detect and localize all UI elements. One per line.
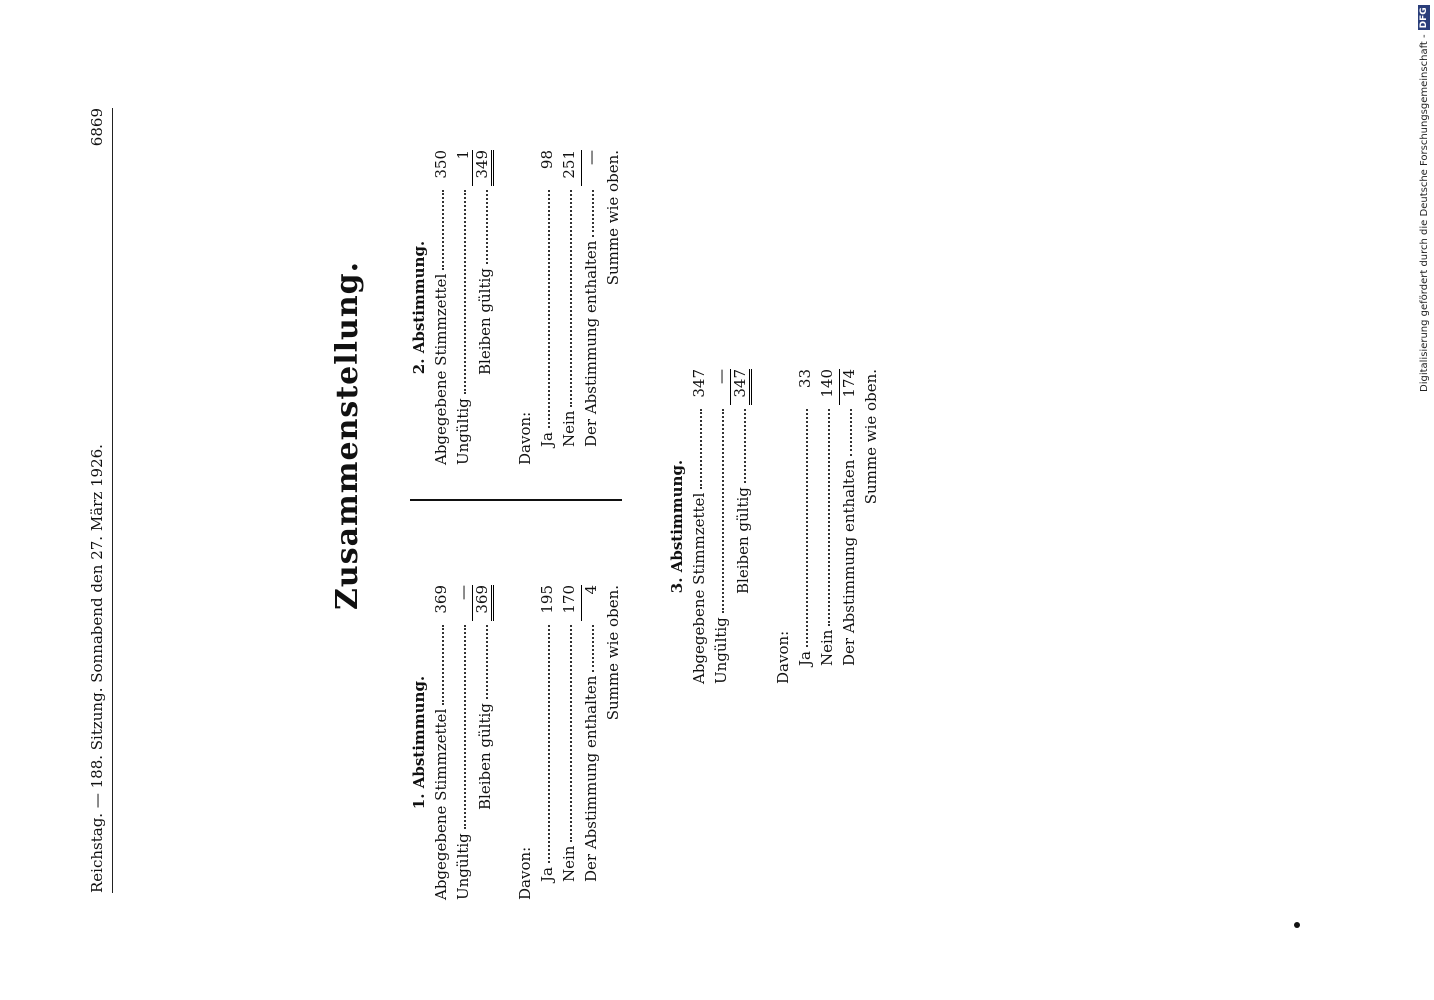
- davon-label: Davon:: [512, 150, 534, 465]
- leader-dots: [721, 409, 724, 614]
- row-value: 347: [730, 369, 752, 405]
- row-nein: Nein 251: [556, 150, 578, 465]
- row-value: —: [712, 369, 730, 384]
- row-value: 195: [538, 585, 556, 614]
- header-left: Reichstag. — 188. Sitzung. Sonnabend den…: [88, 444, 106, 893]
- row-enthalten: Der Abstimmung enthalten 4: [578, 585, 600, 900]
- ink-speck: [1294, 922, 1300, 928]
- row-label: Bleiben gültig: [734, 487, 752, 594]
- row-label: Abgegebene Stimmzettel: [432, 708, 450, 900]
- row-value: 369: [432, 585, 450, 614]
- row-value: 174: [839, 369, 858, 405]
- davon-text: Davon:: [774, 630, 792, 684]
- summe-line: Summe wie oben.: [600, 585, 622, 900]
- row-gueltig: Bleiben gültig 347: [730, 369, 752, 684]
- leader-dots: [569, 625, 572, 842]
- row-label: Abgegebene Stimmzettel: [690, 492, 708, 684]
- row-nein: Nein 170: [556, 585, 578, 900]
- row-label: Nein: [818, 629, 836, 666]
- row-label: Der Abstimmung enthalten: [840, 459, 858, 666]
- summe-line: Summe wie oben.: [858, 369, 880, 684]
- row-value: 140: [818, 369, 836, 398]
- row-label: Ungültig: [454, 398, 472, 465]
- summe-line: Summe wie oben.: [600, 150, 622, 465]
- summe-text: Summe wie oben.: [604, 150, 622, 286]
- row-ja: Ja 98: [534, 150, 556, 465]
- leader-dots: [463, 190, 466, 395]
- row-value: 170: [560, 585, 578, 614]
- row-label: Der Abstimmung enthalten: [582, 675, 600, 882]
- row-label: Ungültig: [712, 617, 730, 684]
- leader-dots: [547, 625, 550, 864]
- davon-text: Davon:: [516, 411, 534, 465]
- summe-text: Summe wie oben.: [862, 369, 880, 505]
- row-enthalten: Der Abstimmung enthalten 174: [836, 369, 858, 684]
- running-header: Reichstag. — 188. Sitzung. Sonnabend den…: [88, 108, 113, 893]
- row-label: Ungültig: [454, 833, 472, 900]
- row-gueltig: Bleiben gültig 369: [472, 585, 494, 900]
- row-abgegebene: Abgegebene Stimmzettel 350: [428, 150, 450, 465]
- row-value: 4: [581, 585, 600, 621]
- page-title: Zusammenstellung.: [330, 260, 365, 610]
- leader-dots: [441, 625, 444, 705]
- row-label: Abgegebene Stimmzettel: [432, 273, 450, 465]
- row-value: 251: [560, 150, 578, 179]
- row-abgegebene: Abgegebene Stimmzettel 347: [686, 369, 708, 684]
- row-ja: Ja 195: [534, 585, 556, 900]
- row-label: Ja: [538, 867, 556, 882]
- leader-dots: [591, 190, 594, 237]
- leader-dots: [849, 409, 852, 456]
- row-gueltig: Bleiben gültig 349: [472, 150, 494, 465]
- leader-dots: [485, 625, 488, 700]
- summe-text: Summe wie oben.: [604, 585, 622, 721]
- row-label: Der Abstimmung enthalten: [582, 240, 600, 447]
- row-ungueltig: Ungültig 1: [450, 150, 472, 465]
- row-value: 369: [472, 585, 494, 621]
- leader-dots: [441, 190, 444, 270]
- leader-dots: [827, 409, 830, 626]
- row-nein: Nein 140: [814, 369, 836, 684]
- vote-block-2: 2. Abstimmung. Abgegebene Stimmzettel 350…: [410, 150, 622, 465]
- row-label: Ja: [538, 432, 556, 447]
- vote-heading: 2. Abstimmung.: [410, 240, 428, 375]
- vote-block-3: 3. Abstimmung. Abgegebene Stimmzettel 347…: [668, 369, 880, 684]
- row-enthalten: Der Abstimmung enthalten —: [578, 150, 600, 465]
- row-value: 350: [432, 150, 450, 179]
- row-value: 347: [690, 369, 708, 398]
- vote-heading: 1. Abstimmung.: [410, 675, 428, 810]
- leader-dots: [805, 409, 808, 648]
- leader-dots: [699, 409, 702, 489]
- row-label: Bleiben gültig: [476, 703, 494, 810]
- row-value: —: [581, 150, 600, 186]
- dfg-logo: DFG: [1418, 5, 1430, 31]
- row-value: 98: [538, 150, 556, 170]
- row-ungueltig: Ungültig —: [450, 585, 472, 900]
- leader-dots: [485, 190, 488, 265]
- column-divider: [410, 499, 622, 501]
- leader-dots: [569, 190, 572, 407]
- vote-block-1: 1. Abstimmung. Abgegebene Stimmzettel 369…: [410, 585, 622, 900]
- davon-label: Davon:: [770, 369, 792, 684]
- row-ungueltig: Ungültig —: [708, 369, 730, 684]
- vote-heading: 3. Abstimmung.: [668, 459, 686, 594]
- row-label: Nein: [560, 845, 578, 882]
- leader-dots: [743, 409, 746, 484]
- row-label: Ja: [796, 651, 814, 666]
- row-value: 1: [454, 150, 472, 160]
- row-abgegebene: Abgegebene Stimmzettel 369: [428, 585, 450, 900]
- leader-dots: [591, 625, 594, 672]
- page-number: 6869: [88, 108, 106, 147]
- credit-text: Digitalisierung gefördert durch die Deut…: [1418, 34, 1430, 392]
- davon-text: Davon:: [516, 846, 534, 900]
- leader-dots: [463, 625, 466, 830]
- row-ja: Ja 33: [792, 369, 814, 684]
- row-value: 349: [472, 150, 494, 186]
- digitization-credit: Digitalisierung gefördert durch die Deut…: [1418, 5, 1430, 392]
- row-value: —: [454, 585, 472, 600]
- davon-label: Davon:: [512, 585, 534, 900]
- row-value: 33: [796, 369, 814, 389]
- row-label: Bleiben gültig: [476, 268, 494, 375]
- leader-dots: [547, 190, 550, 429]
- row-label: Nein: [560, 410, 578, 447]
